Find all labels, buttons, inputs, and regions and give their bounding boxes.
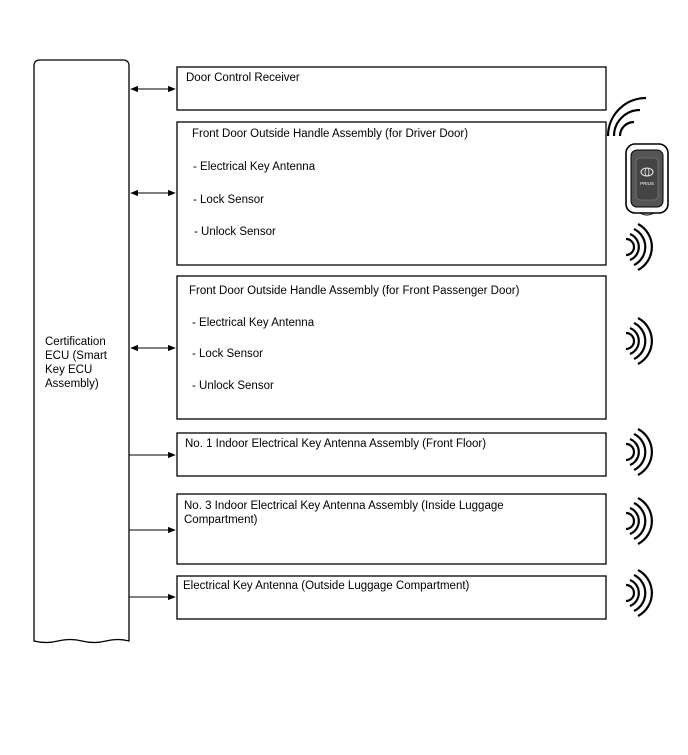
box-door-control-receiver <box>176 66 607 111</box>
box-outside-luggage-antenna <box>176 575 607 620</box>
transmit-wave-icon-driver <box>625 223 653 271</box>
driver-door-item-unlock-sensor: - Unlock Sensor <box>194 226 276 238</box>
transmit-wave-icon-passenger <box>625 317 653 365</box>
passenger-door-handle-title: Front Door Outside Handle Assembly (for … <box>189 285 520 297</box>
ecu-label: Certification ECU (Smart Key ECU Assembl… <box>45 336 107 390</box>
luggage-outside-antenna-label: Electrical Key Antenna (Outside Luggage … <box>183 580 470 592</box>
transmit-wave-icon-luggage-inside <box>625 497 653 545</box>
front-floor-antenna-label: No. 1 Indoor Electrical Key Antenna Asse… <box>185 438 487 450</box>
key-fob-icon: PRIUS <box>625 143 669 216</box>
passenger-door-item-antenna: - Electrical Key Antenna <box>192 317 315 329</box>
transmit-wave-icon-luggage-outside <box>625 569 653 617</box>
box-passenger-door-handle <box>176 275 607 420</box>
driver-door-item-antenna: - Electrical Key Antenna <box>193 161 316 173</box>
receive-wave-icon <box>606 96 647 137</box>
ecu-box <box>33 59 130 644</box>
passenger-door-item-unlock-sensor: - Unlock Sensor <box>192 380 274 392</box>
door-control-receiver-label: Door Control Receiver <box>186 72 300 84</box>
luggage-inside-antenna-label: No. 3 Indoor Electrical Key Antenna Asse… <box>184 500 504 526</box>
box-driver-door-handle <box>176 121 607 266</box>
box-indoor-antenna-front-floor <box>176 432 607 477</box>
key-fob-brand: PRIUS <box>640 181 654 186</box>
transmit-wave-icon-front-floor <box>625 428 653 476</box>
driver-door-item-lock-sensor: - Lock Sensor <box>193 194 264 206</box>
driver-door-handle-title: Front Door Outside Handle Assembly (for … <box>192 128 469 140</box>
box-indoor-antenna-luggage <box>176 493 607 565</box>
passenger-door-item-lock-sensor: - Lock Sensor <box>192 348 263 360</box>
